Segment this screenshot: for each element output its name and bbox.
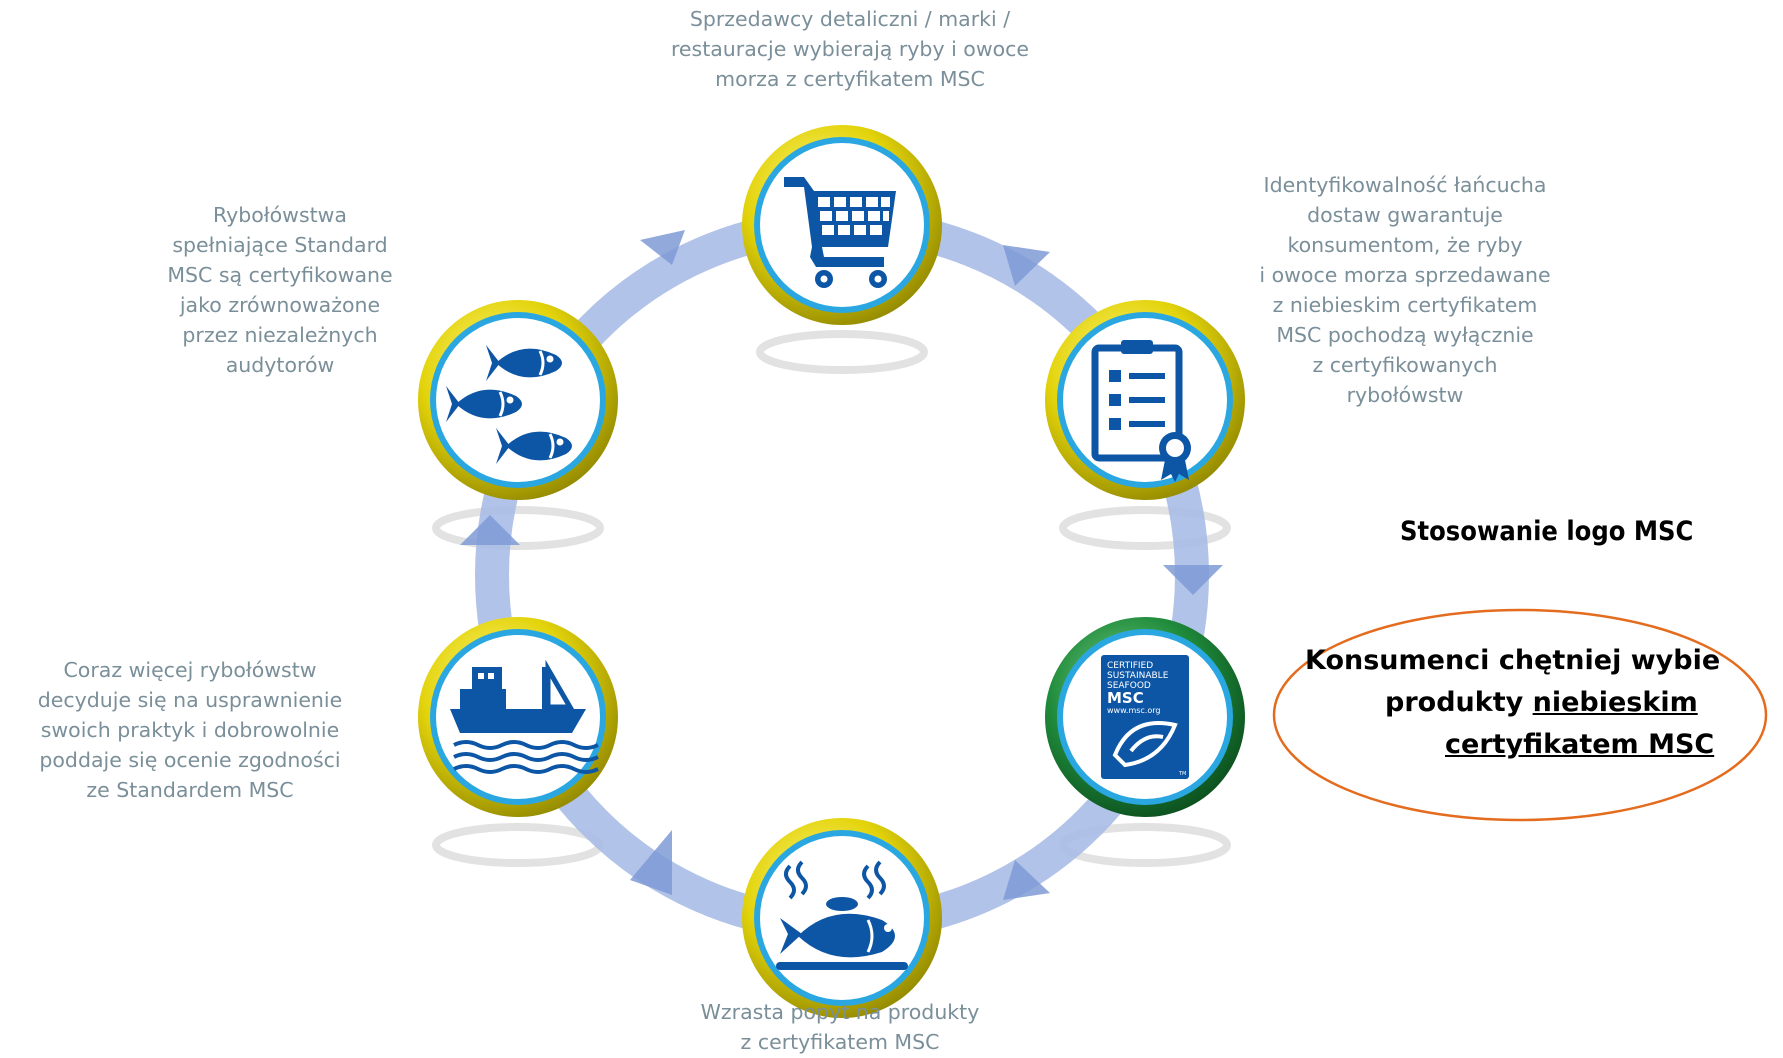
caption-line: z certyfikatem MSC	[740, 1030, 940, 1054]
caption-improve: Coraz więcej rybołówstw decyduje się na …	[0, 655, 380, 805]
cooked-fish-plate-icon	[776, 860, 908, 970]
arrow-certified-to-retail	[640, 230, 685, 265]
logo-usage-title: Stosowanie logo MSC	[1400, 516, 1694, 547]
caption-line: rybołówstw	[1346, 383, 1464, 407]
caption-line: audytorów	[225, 353, 335, 377]
arrow-demand-to-improve	[630, 830, 672, 895]
arrow-improve-to-certified	[460, 515, 520, 545]
caption-certified: Rybołówstwa spełniające Standard MSC są …	[130, 200, 430, 380]
node-msc-label: CERTIFIED SUSTAINABLE SEAFOOD MSC www.ms…	[1045, 617, 1245, 817]
caption-line: Identyfikowalność łańcucha	[1263, 173, 1547, 197]
fish-middle	[446, 386, 522, 422]
caption-retail: Sprzedawcy detaliczni / marki / restaura…	[620, 4, 1080, 94]
consumer-line2-underlined: niebieskim	[1532, 687, 1698, 718]
node-traceability	[1045, 300, 1245, 500]
fish-bottom	[496, 428, 572, 464]
caption-line: Sprzedawcy detaliczni / marki /	[689, 7, 1011, 31]
caption-line: z niebieskim certyfikatem	[1272, 293, 1538, 317]
fish-top	[486, 345, 562, 381]
caption-line: swoich praktyk i dobrowolnie	[40, 718, 340, 742]
arrow-retail-to-trace	[1003, 245, 1050, 286]
certificate-checklist-icon	[1091, 340, 1191, 482]
caption-line: ze Standardem MSC	[86, 778, 294, 802]
consumer-line2-plain: produkty	[1385, 687, 1533, 718]
caption-line: morza z certyfikatem MSC	[715, 67, 985, 91]
caption-line: i owoce morza sprzedawane	[1259, 263, 1551, 287]
caption-line: restauracje wybierają ryby i owoce	[670, 37, 1030, 61]
shadow-retail	[756, 330, 928, 374]
caption-line: MSC pochodzą wyłącznie	[1276, 323, 1534, 347]
shadow-traceability	[1059, 506, 1231, 550]
caption-line: dostaw gwarantuje	[1307, 203, 1503, 227]
caption-line: z certyfikowanych	[1312, 353, 1498, 377]
shadow-certified	[432, 506, 604, 550]
fishing-boat-icon	[450, 659, 599, 774]
cycle-arrows	[460, 230, 1223, 900]
caption-line: Rybołówstwa	[213, 203, 347, 227]
arrow-trace-to-label	[1163, 565, 1223, 595]
msc-label-line2: SUSTAINABLE	[1107, 671, 1169, 681]
caption-line: konsumentom, że ryby	[1287, 233, 1523, 257]
caption-line: poddaje się ocenie zgodności	[39, 748, 341, 772]
shopping-cart-icon	[784, 177, 896, 288]
consumer-line2: produkty niebieskim	[1305, 682, 1783, 724]
msc-label-line4: MSC	[1107, 689, 1144, 707]
node-improve	[418, 617, 618, 817]
consumer-box-text: Konsumenci chętniej wybie produkty niebi…	[1305, 640, 1783, 766]
consumer-line3: certyfikatem MSC	[1305, 724, 1783, 766]
node-certified	[418, 300, 618, 500]
msc-label-line5: www.msc.org	[1107, 706, 1160, 715]
three-fish-icon	[446, 345, 572, 464]
msc-label-tm: TM	[1178, 771, 1186, 777]
caption-line: Coraz więcej rybołówstw	[63, 658, 317, 682]
caption-line: decyduje się na usprawnienie	[37, 688, 343, 712]
shadow-improve	[432, 823, 604, 867]
node-demand	[742, 818, 942, 1018]
caption-line: Wzrasta popyt na produkty	[700, 1000, 980, 1024]
caption-traceability: Identyfikowalność łańcucha dostaw gwaran…	[1225, 170, 1585, 410]
consumer-ellipse	[1272, 608, 1768, 822]
caption-line: jako zrównoważone	[179, 293, 381, 317]
msc-label-icon: CERTIFIED SUSTAINABLE SEAFOOD MSC www.ms…	[1101, 655, 1189, 779]
caption-demand: Wzrasta popyt na produkty z certyfikatem…	[630, 997, 1050, 1057]
msc-label-line3: SEAFOOD	[1107, 681, 1151, 691]
caption-line: spełniające Standard	[172, 233, 388, 257]
caption-line: MSC są certyfikowane	[167, 263, 393, 287]
msc-label-line1: CERTIFIED	[1107, 661, 1153, 671]
consumer-line3-underlined: certyfikatem MSC	[1445, 729, 1715, 760]
arrow-label-to-demand	[1003, 860, 1050, 900]
caption-line: przez niezależnych	[182, 323, 378, 347]
consumer-line1: Konsumenci chętniej wybie	[1305, 645, 1721, 676]
node-retail	[742, 125, 942, 325]
